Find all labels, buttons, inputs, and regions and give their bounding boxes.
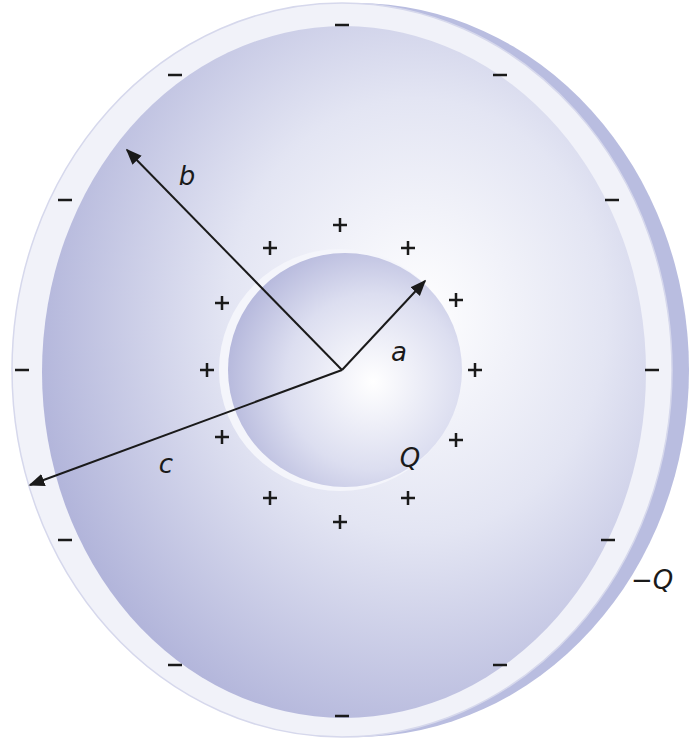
radius-label: c <box>159 451 173 477</box>
radius-c-arrow <box>30 370 342 485</box>
plus-sign <box>449 433 463 447</box>
minus-sign <box>335 715 349 718</box>
plus-sign <box>215 430 229 444</box>
plus-sign <box>333 218 347 232</box>
radius-b-arrow <box>127 150 342 370</box>
minus-sign <box>601 539 615 542</box>
plus-sign <box>263 491 277 505</box>
radius-label: b <box>179 163 196 189</box>
plus-sign <box>263 241 277 255</box>
charge-signs <box>15 25 659 716</box>
minus-sign <box>493 664 507 667</box>
minus-sign <box>58 539 72 542</box>
charge-label: −Q <box>631 567 673 593</box>
plus-sign <box>200 363 214 377</box>
charge-label: Q <box>400 445 420 471</box>
minus-sign <box>15 369 29 372</box>
radius-a-arrow <box>342 281 425 370</box>
plus-sign <box>401 241 415 255</box>
shell-inner-surface <box>42 26 646 718</box>
minus-sign <box>168 664 182 667</box>
minus-sign <box>493 74 507 77</box>
plus-sign <box>401 491 415 505</box>
radius-arrows <box>30 150 425 485</box>
radius-label: a <box>391 339 407 365</box>
minus-sign <box>168 74 182 77</box>
plus-sign <box>468 363 482 377</box>
minus-sign <box>645 369 659 372</box>
plus-sign <box>333 515 347 529</box>
minus-sign <box>58 199 72 202</box>
plus-sign <box>215 296 229 310</box>
shell-rim <box>12 3 672 737</box>
plus-sign <box>449 293 463 307</box>
minus-sign <box>335 24 349 27</box>
minus-sign <box>605 199 619 202</box>
